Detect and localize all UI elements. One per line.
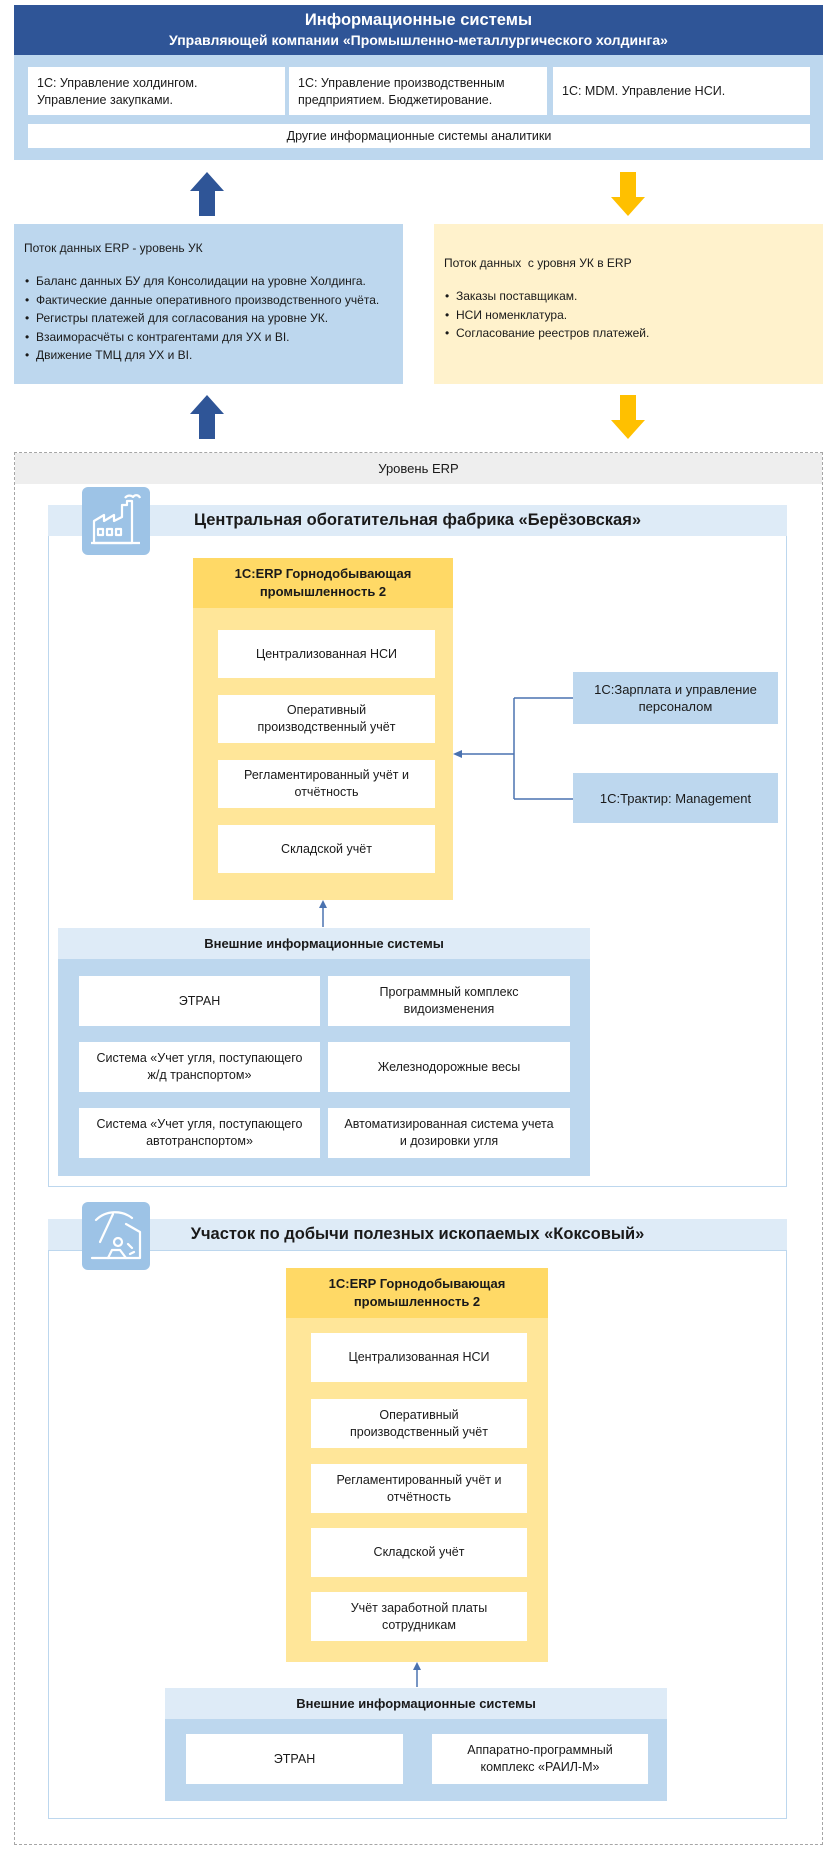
- flow-down-item: Согласование реестров платежей.: [445, 326, 813, 341]
- external-system-label: ЭТРАН: [178, 993, 221, 1008]
- external-to-erp-arrow: [319, 900, 327, 927]
- page-subtitle: Управляющей компании «Промышленно-металл…: [169, 32, 668, 48]
- flow-down-list: Заказы поставщикам. НСИ номенклатура. Со…: [444, 289, 813, 341]
- flow-up-item: Взаиморасчёты с контрагентами для УХ и B…: [25, 330, 393, 345]
- uk-system-box-3: 1С: MDM. Управление НСИ.: [553, 67, 810, 115]
- mining-icon: [82, 1202, 150, 1270]
- side-system-label: 1С:Трактир: Management: [599, 790, 752, 806]
- module-label: Складской учёт: [373, 1545, 465, 1559]
- external-system-label: Программный комплекс видоизменения: [379, 985, 519, 1016]
- site2-title-band: Участок по добычи полезных ископаемых «К…: [48, 1219, 787, 1250]
- external-system-label: Железнодорожные весы: [377, 1059, 521, 1074]
- side-system-box: 1С:Зарплата и управление персоналом: [573, 672, 778, 724]
- analytics-box: Другие информационные системы аналитики: [28, 124, 810, 148]
- flow-down-title: Поток данных с уровня УК в ERP: [444, 256, 632, 270]
- flow-up-item: Фактические данные оперативного производ…: [25, 293, 393, 308]
- side-system-label: 1С:Зарплата и управление персоналом: [594, 682, 757, 714]
- site2-module: Оперативный производственный учёт: [311, 1399, 527, 1448]
- external-system-label: Автоматизированная система учета и дозир…: [344, 1117, 554, 1148]
- site2-frame: [48, 1250, 787, 1819]
- site1-erp-header: 1С:ERP Горнодобывающая промышленность 2: [193, 558, 453, 608]
- site2-module: Учёт заработной платы сотрудникам: [311, 1592, 527, 1641]
- uk-system-box-2: 1С: Управление производственным предприя…: [289, 67, 547, 115]
- uk-system-box-1: 1С: Управление холдингом. Управление зак…: [28, 67, 285, 115]
- module-label: Оперативный производственный учёт: [257, 703, 396, 734]
- flow-up-title: Поток данных ERP - уровень УК: [24, 241, 203, 255]
- side-systems-connector: [453, 697, 573, 800]
- site2-external-title: Внешние информационные системы: [296, 1696, 536, 1711]
- module-label: Складской учёт: [281, 841, 372, 856]
- module-label: Регламентированный учёт и отчётность: [336, 1472, 502, 1504]
- external-system-box: Система «Учет угля, поступающего ж/д тра…: [79, 1042, 320, 1092]
- flow-up-list: Баланс данных БУ для Консолидации на уро…: [24, 274, 393, 363]
- external-system-box: Автоматизированная система учета и дозир…: [328, 1108, 570, 1158]
- erp-level-frame: [14, 452, 823, 1845]
- site1-external-title: Внешние информационные системы: [204, 936, 444, 951]
- site2-module: Складской учёт: [311, 1528, 527, 1577]
- uk-system-label: 1С: Управление холдингом. Управление зак…: [37, 76, 198, 107]
- module-label: Централизованная НСИ: [348, 1350, 490, 1364]
- analytics-label: Другие информационные системы аналитики: [286, 128, 552, 143]
- site1-title-band: Центральная обогатительная фабрика «Берё…: [48, 505, 787, 536]
- site1-module: Оперативный производственный учёт: [218, 695, 435, 743]
- site1-module: Складской учёт: [218, 825, 435, 873]
- side-system-box: 1С:Трактир: Management: [573, 773, 778, 823]
- site2-external-header: Внешние информационные системы: [165, 1688, 667, 1719]
- external-to-erp-arrow: [413, 1662, 421, 1687]
- external-system-box: Система «Учет угля, поступающего автотра…: [79, 1108, 320, 1158]
- module-label: Оперативный производственный учёт: [350, 1407, 488, 1439]
- uk-header: Информационные системы Управляющей компа…: [14, 5, 823, 55]
- module-label: Учёт заработной платы сотрудникам: [350, 1600, 488, 1632]
- external-system-box: Аппаратно-программный комплекс «РАИЛ-М»: [432, 1734, 648, 1784]
- flow-up-item: Баланс данных БУ для Консолидации на уро…: [25, 274, 393, 289]
- flow-up-panel: Поток данных ERP - уровень УК Баланс дан…: [14, 224, 403, 384]
- site2-title: Участок по добычи полезных ископаемых «К…: [190, 1225, 645, 1243]
- site2-module: Регламентированный учёт и отчётность: [311, 1464, 527, 1513]
- module-label: Регламентированный учёт и отчётность: [244, 768, 409, 799]
- uk-system-label: 1С: Управление производственным предприя…: [298, 76, 505, 107]
- site2-erp-header: 1С:ERP Горнодобывающая промышленность 2: [286, 1268, 548, 1318]
- external-system-label: Система «Учет угля, поступающего ж/д тра…: [96, 1051, 303, 1082]
- site1-external-header: Внешние информационные системы: [58, 928, 590, 959]
- site1-erp-title: 1С:ERP Горнодобывающая промышленность 2: [234, 566, 412, 599]
- site2-erp-title: 1С:ERP Горнодобывающая промышленность 2: [328, 1276, 506, 1309]
- site1-title: Центральная обогатительная фабрика «Берё…: [193, 511, 642, 529]
- site1-module: Централизованная НСИ: [218, 630, 435, 678]
- site2-module: Централизованная НСИ: [311, 1333, 527, 1382]
- flow-up-item: Движение ТМЦ для УХ и BI.: [25, 348, 393, 363]
- page-title: Информационные системы: [304, 11, 533, 29]
- site1-module: Регламентированный учёт и отчётность: [218, 760, 435, 808]
- external-system-label: ЭТРАН: [273, 1751, 316, 1766]
- flow-down-item: Заказы поставщикам.: [445, 289, 813, 304]
- external-system-box: Железнодорожные весы: [328, 1042, 570, 1092]
- external-system-box: ЭТРАН: [186, 1734, 403, 1784]
- external-system-box: Программный комплекс видоизменения: [328, 976, 570, 1026]
- external-system-box: ЭТРАН: [79, 976, 320, 1026]
- external-system-label: Аппаратно-программный комплекс «РАИЛ-М»: [467, 1743, 613, 1774]
- flow-down-item: НСИ номенклатура.: [445, 308, 813, 323]
- arrow-down-icon: [611, 395, 645, 439]
- factory-icon: [82, 487, 150, 555]
- arrow-up-icon: [190, 395, 224, 439]
- arrow-down-icon: [611, 172, 645, 216]
- erp-level-header: Уровень ERP: [15, 453, 822, 484]
- flow-down-panel: Поток данных с уровня УК в ERP Заказы по…: [434, 224, 823, 384]
- arrow-up-icon: [190, 172, 224, 216]
- uk-system-label: 1С: MDM. Управление НСИ.: [562, 83, 726, 98]
- module-label: Централизованная НСИ: [255, 646, 398, 661]
- erp-level-label: Уровень ERP: [378, 461, 459, 476]
- flow-up-item: Регистры платежей для согласования на ур…: [25, 311, 393, 326]
- external-system-label: Система «Учет угля, поступающего автотра…: [96, 1117, 303, 1148]
